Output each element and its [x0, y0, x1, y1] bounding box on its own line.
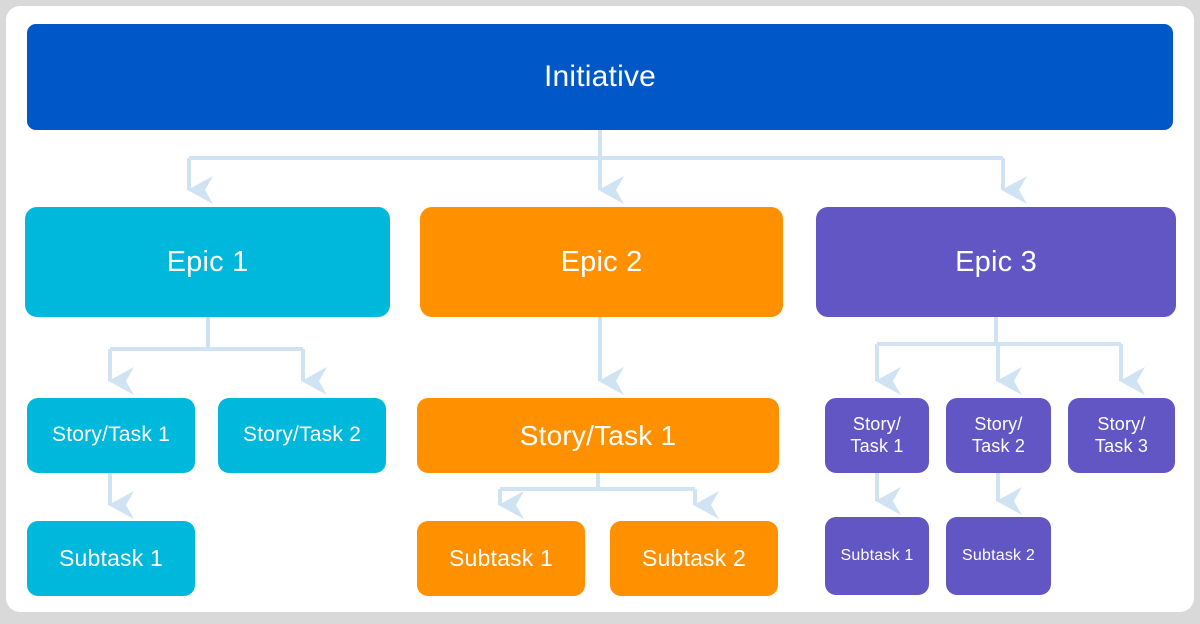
node-epic2-story-1[interactable]: Story/Task 1: [417, 398, 779, 473]
node-epic3-story-2[interactable]: Story/ Task 2: [946, 398, 1051, 473]
node-epic3-subtask-2[interactable]: Subtask 2: [946, 517, 1051, 595]
node-epic2-subtask-2[interactable]: Subtask 2: [610, 521, 778, 596]
node-epic1-subtask-1[interactable]: Subtask 1: [27, 521, 195, 596]
node-epic3-subtask-1[interactable]: Subtask 1: [825, 517, 929, 595]
node-epic1-story-1[interactable]: Story/Task 1: [27, 398, 195, 473]
node-epic3-story-3[interactable]: Story/ Task 3: [1068, 398, 1175, 473]
node-epic1-story-2[interactable]: Story/Task 2: [218, 398, 386, 473]
node-epic-2[interactable]: Epic 2: [420, 207, 783, 317]
node-epic2-subtask-1[interactable]: Subtask 1: [417, 521, 585, 596]
node-epic3-story-1[interactable]: Story/ Task 1: [825, 398, 929, 473]
node-epic-3[interactable]: Epic 3: [816, 207, 1176, 317]
node-initiative[interactable]: Initiative: [27, 24, 1173, 130]
node-epic-1[interactable]: Epic 1: [25, 207, 390, 317]
